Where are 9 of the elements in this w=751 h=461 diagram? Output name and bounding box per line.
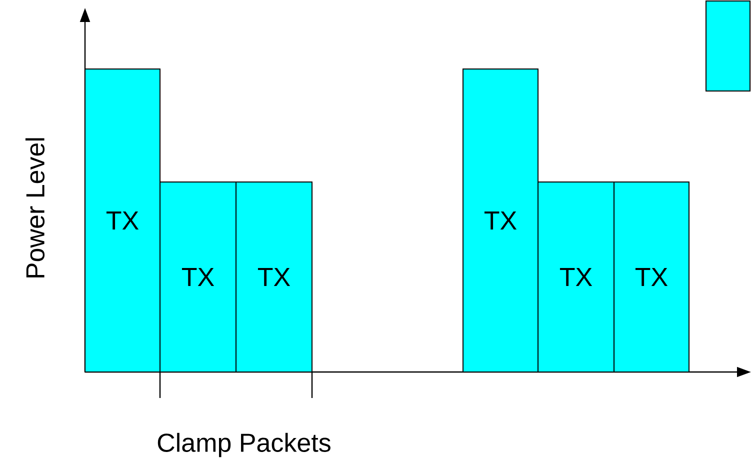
axis-label: Clamp Packets: [158, 432, 330, 458]
bar: TX: [462, 68, 538, 372]
bar: [706, 0, 750, 92]
bar: TX: [84, 68, 160, 372]
bar: TX: [614, 182, 690, 372]
axis-label: Power Level: [25, 138, 45, 278]
bar: TX: [160, 182, 236, 372]
bar: TX: [538, 182, 614, 372]
bar: TX: [236, 182, 312, 372]
